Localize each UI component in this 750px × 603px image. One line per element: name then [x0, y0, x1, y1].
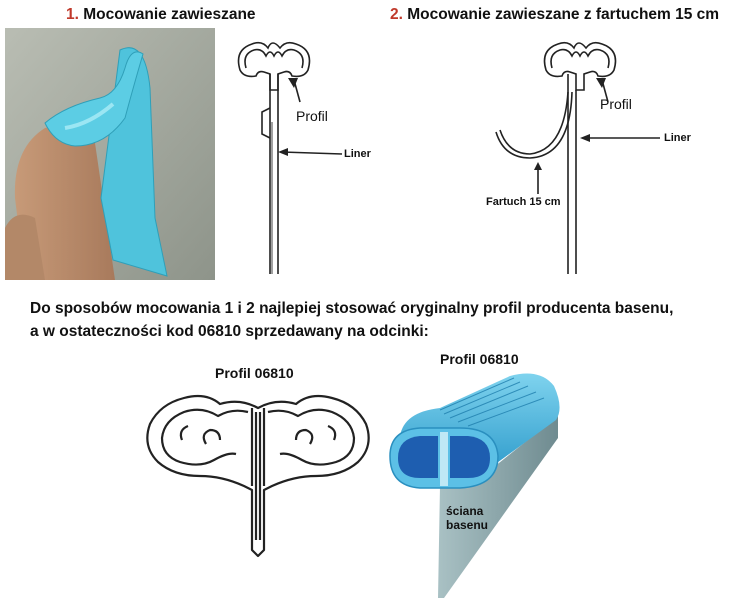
profil-outline-2 [543, 41, 617, 91]
profile-left-inner-right [267, 408, 356, 466]
photo-profile-highlight [64, 102, 115, 130]
section1-title: 1. Mocowanie zawieszane [66, 6, 256, 24]
apron-arrowhead [534, 162, 542, 170]
photo-finger [14, 125, 115, 280]
wall-label-2: basenu [446, 518, 489, 532]
section1-liner-label: Liner [344, 148, 371, 160]
photo-finger-2 [5, 214, 45, 280]
clip-tab-1 [261, 107, 271, 139]
section2-apron-label: Fartuch 15 cm [486, 196, 561, 208]
profile-left-curl-left [179, 424, 189, 441]
section1-number: 1. [66, 6, 79, 23]
pool-wall [438, 416, 558, 598]
profile-rib-2 [443, 381, 521, 415]
profile-chamber-right [450, 436, 490, 478]
section2-number: 2. [390, 6, 403, 23]
profile-left-title: Profil 06810 [215, 365, 294, 381]
apron-curve [499, 91, 569, 155]
liner-arrowhead-1 [278, 148, 288, 156]
profile-right-3d [389, 373, 560, 598]
liner-arrow-1 [281, 151, 343, 155]
profile-right-title: Profil 06810 [440, 351, 519, 367]
section1-profil-label: Profil [296, 108, 328, 124]
profile-left-slot [250, 408, 266, 540]
profil-inner-1 [244, 48, 304, 69]
section2-diagram [495, 41, 660, 274]
profile-rib-1 [439, 377, 515, 411]
apron-curve-inner [495, 91, 573, 159]
description-line-1: Do sposobów mocowania 1 i 2 najlepiej st… [30, 300, 674, 317]
profile-rib-5 [467, 397, 545, 427]
section2-profil-label: Profil [600, 96, 632, 112]
profile-rib-3 [449, 385, 529, 419]
profil-inner-2 [550, 48, 610, 69]
profile-slot [440, 432, 448, 486]
section1-photo [5, 28, 215, 280]
liner-arrowhead-2 [580, 134, 590, 142]
photo-profile-lip [44, 51, 144, 147]
section2-title-text: Mocowanie zawieszane z fartuchem 15 cm [407, 6, 720, 23]
section2-title: 2. Mocowanie zawieszane z fartuchem 15 c… [390, 6, 719, 24]
description-line-2: a w ostateczności kod 06810 sprzedawany … [30, 323, 429, 340]
profil-outline-1 [237, 41, 311, 91]
profile-chamber-left [398, 436, 438, 478]
profile-left-hook-right [294, 428, 314, 445]
profile-left-curl-right [327, 424, 337, 441]
profile-rib-4 [457, 391, 537, 423]
profil-arrowhead-2 [596, 78, 606, 88]
section2-liner-label: Liner [664, 132, 691, 144]
profile-left-hook-left [202, 428, 222, 445]
profile-left-drawing [146, 394, 370, 558]
profile-left-outer [146, 394, 370, 558]
section1-diagram [237, 41, 343, 274]
wall-label-1: ściana [446, 504, 484, 518]
section1-title-text: Mocowanie zawieszane [83, 6, 256, 23]
profile-left-inner-left [160, 408, 249, 466]
profil-arrowhead-1 [288, 78, 298, 88]
